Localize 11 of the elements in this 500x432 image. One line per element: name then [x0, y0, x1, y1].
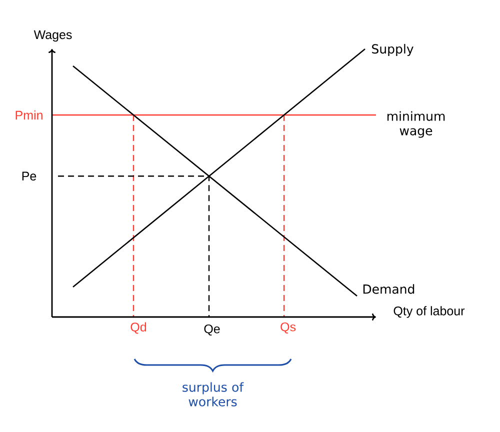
- curve-label: Demand: [363, 284, 414, 294]
- tick-label: Pmin: [16, 110, 42, 120]
- brace-label: surplus of workers: [182, 382, 244, 406]
- line-label: minimum wage: [387, 111, 445, 138]
- tick-label: Qe: [204, 324, 220, 336]
- tick-label: Pe: [22, 172, 36, 181]
- curve-label: Supply: [372, 44, 414, 56]
- axis-title: Wages: [34, 30, 72, 42]
- tick-label: Qd: [130, 322, 146, 334]
- tick-label: Qs: [280, 322, 296, 334]
- axis-title: Qty of labour: [394, 306, 465, 318]
